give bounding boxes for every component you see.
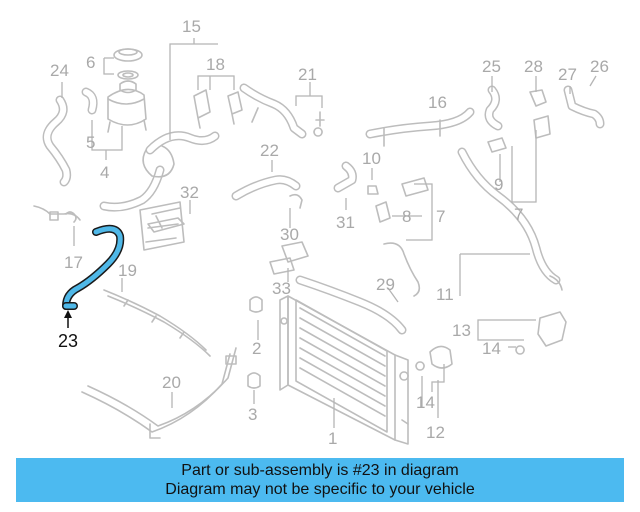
clips-2-3	[247, 296, 263, 389]
callout-23: 23	[58, 331, 78, 351]
callout-3: 3	[248, 405, 257, 424]
callout-5: 5	[86, 133, 95, 152]
callout-19: 19	[118, 261, 137, 280]
part-10	[367, 185, 379, 195]
callout-7-mid: 7	[436, 207, 445, 226]
callout-33: 33	[272, 279, 291, 298]
callout-14-left: 14	[416, 393, 435, 412]
pipe-21	[239, 83, 325, 139]
hose-18	[193, 89, 243, 129]
leader-lines	[61, 38, 597, 428]
callout-9: 9	[494, 175, 503, 194]
upper-hoses-15	[99, 131, 220, 251]
expansion-tank	[107, 80, 147, 133]
hose-25	[484, 85, 503, 131]
callout-16: 16	[428, 93, 447, 112]
callout-12: 12	[426, 423, 445, 442]
hose-9-7	[457, 137, 563, 291]
parts-13-14	[415, 311, 567, 371]
callout-14-right: 14	[482, 339, 501, 358]
callout-numbers: 15 18 6 24 5 4 21 16 25 28 27 26 22 10 9…	[50, 17, 609, 448]
callout-15: 15	[182, 17, 201, 36]
callout-17: 17	[64, 253, 83, 272]
hose-22	[231, 175, 301, 201]
callout-8: 8	[402, 207, 411, 226]
info-banner: Part or sub-assembly is #23 in diagram D…	[16, 458, 624, 502]
cap-parts-6	[113, 48, 143, 80]
callout-22: 22	[260, 141, 279, 160]
callout-20: 20	[162, 373, 181, 392]
callout-24: 24	[50, 61, 69, 80]
hose-26-27	[563, 85, 605, 129]
hose-24	[42, 95, 72, 187]
sensor-17	[33, 205, 81, 223]
pipe-33	[269, 257, 295, 275]
callout-1: 1	[328, 429, 337, 448]
callout-11: 11	[436, 285, 454, 304]
hose-32	[147, 215, 185, 233]
banner-line-2: Diagram may not be specific to your vehi…	[165, 481, 475, 498]
part-30	[281, 193, 309, 263]
callout-13: 13	[452, 321, 471, 340]
hose-16	[365, 107, 475, 147]
radiator	[279, 295, 409, 445]
callout-18: 18	[206, 55, 225, 74]
highlighted-part-23	[62, 224, 125, 328]
callout-2: 2	[252, 339, 261, 358]
callout-31: 31	[336, 213, 355, 232]
fittings-8-7	[375, 177, 429, 297]
pipe-29	[295, 275, 407, 335]
hose-5	[81, 87, 98, 115]
callout-32: 32	[180, 183, 199, 202]
callout-25: 25	[482, 57, 501, 76]
part-28	[529, 89, 551, 139]
callout-30: 30	[280, 225, 299, 244]
banner-line-1: Part or sub-assembly is #23 in diagram	[181, 462, 459, 479]
callout-27: 27	[558, 65, 577, 84]
parts-diagram: 15 18 6 24 5 4 21 16 25 28 27 26 22 10 9…	[33, 17, 609, 448]
pipe-19	[103, 289, 211, 357]
callout-4: 4	[100, 163, 109, 182]
callout-28: 28	[524, 57, 543, 76]
pipe-20	[81, 347, 237, 439]
callout-26: 26	[590, 57, 609, 76]
callout-29: 29	[376, 275, 395, 294]
callout-6: 6	[86, 53, 95, 72]
callout-21: 21	[298, 65, 317, 84]
hose-31	[333, 161, 357, 193]
callout-10: 10	[362, 149, 381, 168]
callout-7-right: 7	[514, 205, 523, 224]
